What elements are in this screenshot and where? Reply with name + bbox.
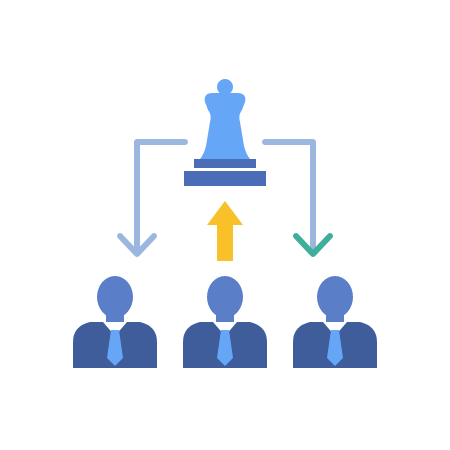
person-center-icon (183, 276, 267, 368)
connector-line-right (262, 139, 316, 251)
arrow-down-right-icon (293, 233, 333, 257)
arrow-up-center-icon (207, 201, 243, 261)
connector-line-left (134, 139, 188, 251)
person-right-icon (293, 276, 377, 368)
person-left-icon (73, 276, 157, 368)
chess-king-icon (184, 79, 266, 186)
arrow-down-left-icon (117, 233, 157, 257)
